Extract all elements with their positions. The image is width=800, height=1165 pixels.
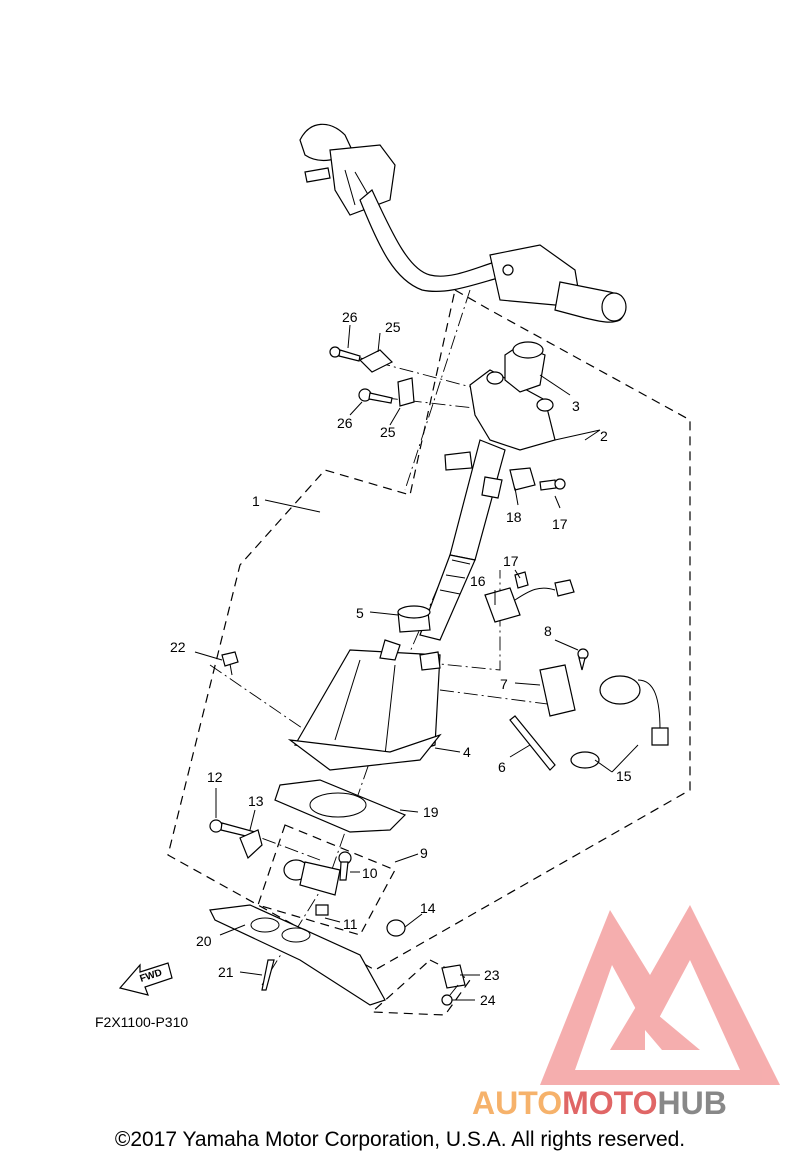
fwd-arrow-icon — [118, 962, 173, 996]
callout-10: 10 — [362, 865, 378, 881]
callout-12: 12 — [207, 769, 223, 785]
callout-4: 4 — [463, 744, 471, 760]
callout-2: 2 — [600, 428, 608, 444]
callout-19: 19 — [423, 804, 439, 820]
callout-7: 7 — [500, 676, 508, 692]
callout-20: 20 — [196, 933, 212, 949]
callout-26-lower: 26 — [337, 415, 353, 431]
bushing-5 — [397, 605, 431, 633]
nut-11 — [315, 904, 329, 916]
collar-14 — [386, 919, 406, 937]
assembly-outline-23 — [370, 959, 471, 1016]
leader-lines — [194, 324, 639, 1001]
assembly-outline-9 — [257, 824, 396, 936]
steering-bracket — [469, 341, 556, 451]
holder-7 — [539, 664, 576, 717]
callout-8: 8 — [544, 623, 552, 639]
figure-code: F2X1100-P310 — [95, 1014, 188, 1030]
linkage-9 — [283, 859, 341, 896]
callout-17-upper: 17 — [552, 516, 568, 532]
switch-15 — [570, 675, 669, 769]
callout-22: 22 — [170, 639, 186, 655]
callout-6: 6 — [498, 759, 506, 775]
callout-5: 5 — [356, 605, 364, 621]
clip-13 — [239, 829, 263, 860]
clip-18 — [509, 467, 536, 491]
steering-shaft — [419, 439, 506, 641]
watermark-hub: HUB — [657, 1085, 726, 1121]
callout-26-upper: 26 — [342, 309, 358, 325]
automotohub-logo — [540, 905, 780, 1085]
callout-15: 15 — [616, 768, 632, 784]
assembly-outline-1 — [167, 289, 691, 971]
callout-25-upper: 25 — [385, 319, 401, 335]
callout-labels: 1 2 3 4 5 6 7 8 9 10 11 12 13 14 15 16 1… — [170, 309, 632, 1008]
callout-24: 24 — [480, 992, 496, 1008]
plate-20 — [209, 904, 386, 1006]
bolt-22 — [221, 651, 239, 676]
callout-1: 1 — [252, 493, 260, 509]
screw-24 — [441, 984, 459, 1006]
gasket-19 — [274, 779, 407, 833]
bolt-17-upper — [539, 479, 557, 491]
watermark-moto: MOTO — [562, 1085, 657, 1121]
plate-25-upper — [358, 349, 394, 373]
callout-14: 14 — [420, 900, 436, 916]
pin-21 — [261, 959, 275, 991]
callout-16: 16 — [470, 573, 486, 589]
clamp-23 — [441, 964, 466, 989]
callout-23: 23 — [484, 967, 500, 983]
watermark-auto: AUTO — [472, 1085, 562, 1121]
copyright-notice: ©2017 Yamaha Motor Corporation, U.S.A. A… — [114, 1128, 686, 1151]
bolt-12 — [209, 819, 256, 839]
plate-25-lower — [397, 377, 415, 407]
callout-13: 13 — [248, 793, 264, 809]
callout-25-lower: 25 — [380, 424, 396, 440]
watermark-text: AUTOMOTOHUB — [472, 1085, 727, 1121]
callout-21: 21 — [218, 964, 234, 980]
bolt-8 — [577, 648, 589, 671]
handlebar — [299, 123, 627, 323]
bolt-26-upper — [329, 346, 361, 362]
callout-17-middle: 17 — [503, 553, 519, 569]
callout-9: 9 — [420, 845, 428, 861]
column-housing-4 — [287, 639, 442, 771]
bolt-10 — [338, 851, 352, 881]
callout-11: 11 — [343, 916, 358, 932]
callout-3: 3 — [572, 398, 580, 414]
callout-18: 18 — [506, 509, 522, 525]
bolt-26-lower — [358, 388, 393, 404]
cable-tie-6 — [509, 715, 556, 771]
sensor-16 — [484, 571, 575, 623]
